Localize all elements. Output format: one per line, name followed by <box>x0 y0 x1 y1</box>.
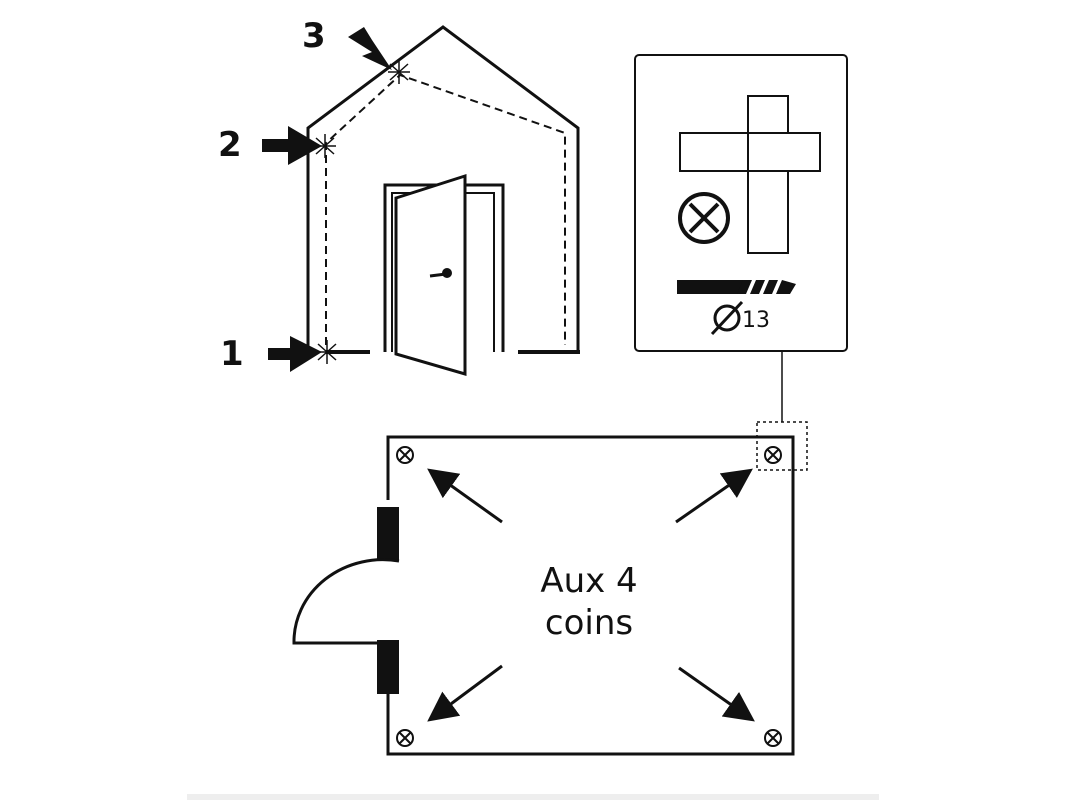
corner-highlight-box <box>756 421 808 471</box>
door-swing-arc <box>292 558 400 645</box>
house-inner-dashed-frame <box>325 73 566 345</box>
floor-plan: Aux 4 coins <box>292 421 808 756</box>
arrow-to-bottom-right <box>678 666 755 722</box>
arrow-to-top-right <box>675 468 753 524</box>
door-pillar-bottom <box>377 640 399 694</box>
sparkle-icon <box>388 60 410 84</box>
bottom-divider-bar <box>187 794 879 800</box>
plan-label-line2: coins <box>545 603 633 643</box>
plan-label-line1: Aux 4 <box>540 561 637 601</box>
door-leaf <box>394 173 467 376</box>
arrow-to-bottom-left <box>427 664 503 722</box>
diameter-icon <box>710 300 744 336</box>
horizontal-plank <box>679 132 821 172</box>
house-illustration: 1 2 3 <box>218 16 580 376</box>
arrow-to-top-left <box>427 468 503 524</box>
step-arrow-1 <box>268 336 322 372</box>
corner-screw-bottom-right <box>764 729 782 747</box>
house-outline <box>306 25 580 352</box>
corner-screw-top-right <box>764 446 782 464</box>
door-pillar-top <box>377 507 399 560</box>
step-number-2: 2 <box>218 125 242 165</box>
step-number-1: 1 <box>220 334 244 374</box>
diameter-value: 13 <box>742 308 770 333</box>
step-number-3: 3 <box>302 16 326 56</box>
drill-bit-icon <box>677 280 796 294</box>
plan-outline <box>386 435 795 756</box>
corner-screw-bottom-left <box>396 729 414 747</box>
detail-panel-frame <box>634 54 848 352</box>
step-arrow-2 <box>262 126 322 165</box>
screw-cross-icon <box>678 192 730 244</box>
step-arrow-3 <box>348 27 392 70</box>
corner-screw-top-left <box>396 446 414 464</box>
detail-panel: 13 <box>634 54 848 422</box>
vertical-post <box>747 95 789 254</box>
